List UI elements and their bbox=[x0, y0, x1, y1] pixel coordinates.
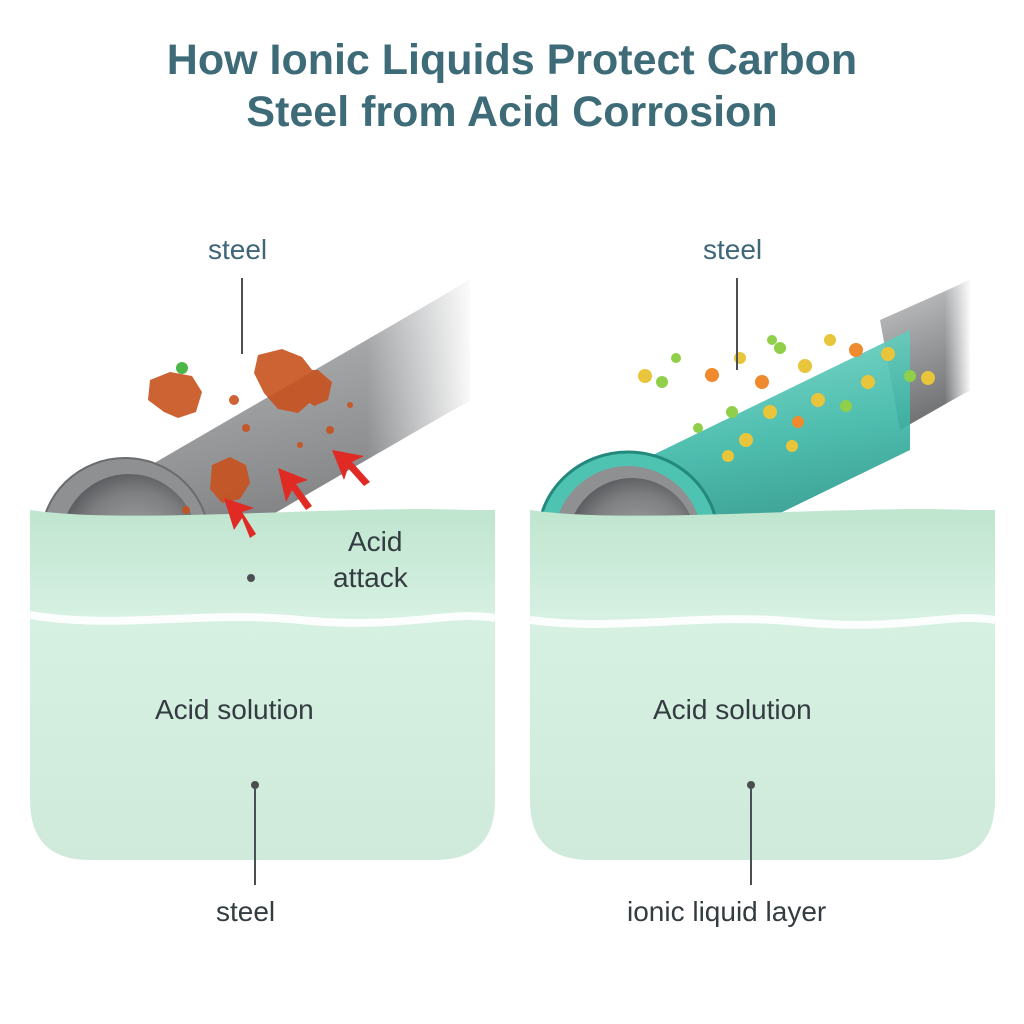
solution-surface bbox=[29, 611, 496, 627]
rust-patches bbox=[148, 349, 353, 514]
steel-bottom-dot bbox=[251, 781, 259, 789]
acid-attack-arrows bbox=[224, 450, 370, 538]
ionic-liquid-molecules bbox=[638, 334, 935, 462]
corroded-steel-panel: steel Acid attack Acid solution steel bbox=[0, 200, 500, 927]
acid-solution-label: Acid solution bbox=[155, 694, 314, 725]
steel-bottom-leader-line bbox=[254, 789, 256, 885]
steel-label-top: steel bbox=[703, 234, 763, 265]
title-line-2: Steel from Acid Corrosion bbox=[246, 88, 778, 136]
steel-label-top: steel bbox=[208, 234, 268, 265]
ionic-layer-dot bbox=[747, 781, 755, 789]
protected-pipe-illustration bbox=[529, 280, 996, 860]
acid-attack-point-dot bbox=[247, 574, 255, 582]
diagram-title: How Ionic Liquids Protect Carbon Steel f… bbox=[0, 34, 1024, 138]
acid-attack-label-line-1: Acid bbox=[348, 526, 403, 557]
title-line-1: How Ionic Liquids Protect Carbon bbox=[166, 36, 858, 84]
protected-steel-panel: steel Acid solution ionic liquid layer bbox=[500, 200, 1000, 927]
ionic-layer-leader-line bbox=[750, 789, 752, 885]
ionic-liquid-layer-label: ionic liquid layer bbox=[627, 896, 827, 927]
steel-label-bottom: steel bbox=[216, 896, 276, 927]
steel-leader-line bbox=[736, 278, 738, 370]
corroded-pipe-illustration bbox=[29, 280, 496, 860]
acid-solution-label: Acid solution bbox=[653, 694, 812, 725]
acid-attack-label-line-2: attack bbox=[333, 562, 408, 593]
acid-solution-bath bbox=[530, 509, 995, 860]
steel-leader-line bbox=[241, 278, 243, 354]
solution-surface bbox=[529, 614, 996, 629]
adsorbed-molecule bbox=[176, 362, 188, 374]
acid-solution-bath bbox=[30, 509, 495, 860]
